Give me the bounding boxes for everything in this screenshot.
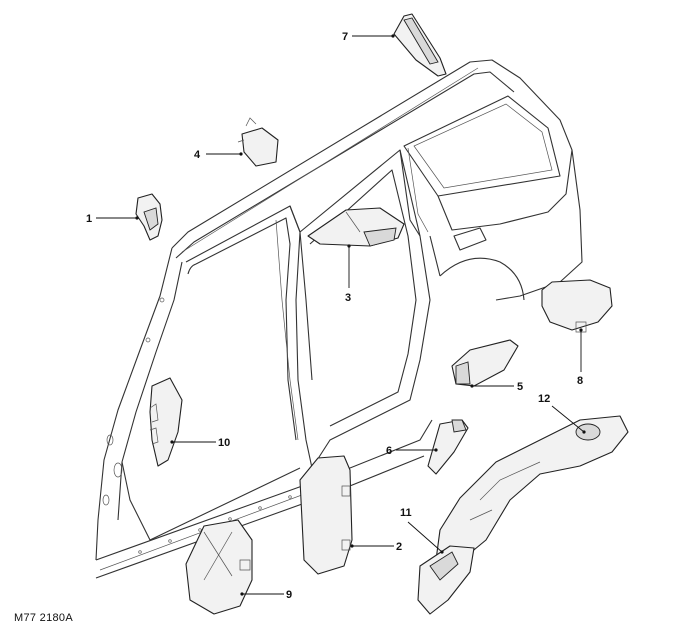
part-5 <box>451 339 519 387</box>
part-7 <box>393 13 447 77</box>
callout-9: 9 <box>286 589 292 601</box>
callout-11: 11 <box>400 507 412 519</box>
figure-reference-code: M77 2180A <box>14 612 73 624</box>
callout-6: 6 <box>386 445 392 457</box>
part-1 <box>135 193 163 241</box>
callout-10: 10 <box>218 437 230 449</box>
callout-5: 5 <box>517 381 523 393</box>
part-8 <box>541 279 613 333</box>
leader-11 <box>407 521 443 553</box>
part-12 <box>435 415 629 569</box>
callout-3: 3 <box>345 292 351 304</box>
part-6 <box>427 419 469 475</box>
vehicle-body-side <box>95 59 583 579</box>
part-9 <box>185 519 253 615</box>
leader-12 <box>551 405 585 433</box>
callout-8: 8 <box>577 375 583 387</box>
callout-2: 2 <box>396 541 402 553</box>
leader-lines <box>96 34 586 596</box>
part-2 <box>299 455 353 575</box>
part-4 <box>237 117 279 167</box>
callout-1: 1 <box>86 213 92 225</box>
callout-4: 4 <box>194 149 201 161</box>
callout-labels: 1 2 3 4 5 6 7 8 9 10 11 12 <box>86 31 583 601</box>
part-10 <box>149 377 183 467</box>
part-11 <box>417 545 475 615</box>
part-3 <box>307 207 405 247</box>
callout-12: 12 <box>538 393 550 405</box>
callout-7: 7 <box>342 31 348 43</box>
